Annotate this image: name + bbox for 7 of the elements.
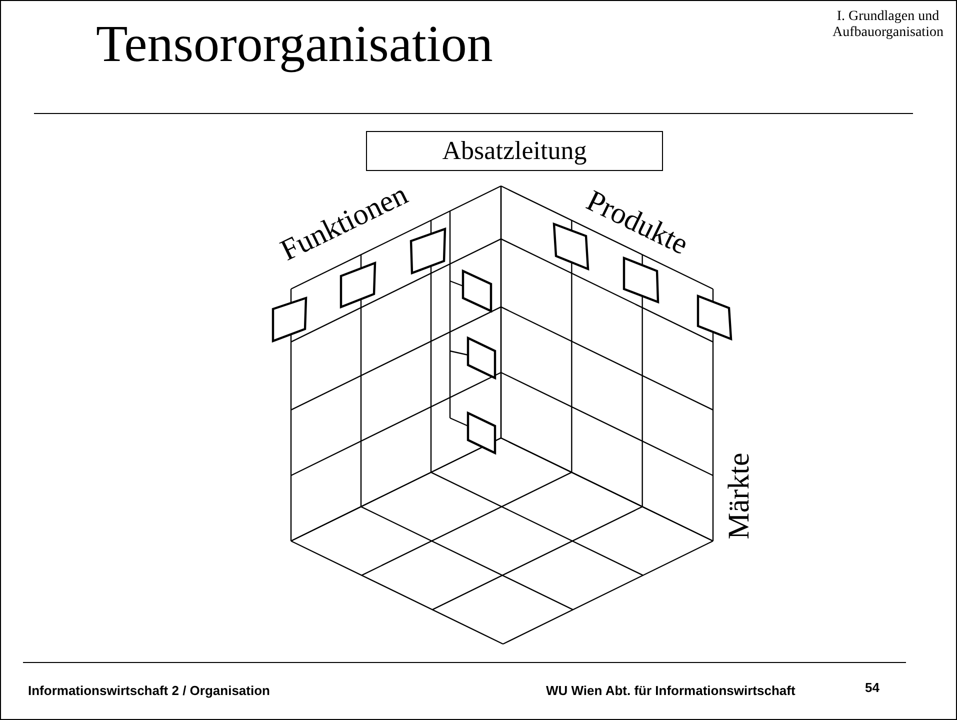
section-label: I. Grundlagen und Aufbauorganisation [832, 9, 944, 41]
slide-title: Tensororganisation [96, 15, 493, 74]
footer-text: WU Wien Abt. für Informationswirtschaft [546, 683, 796, 698]
page-number: 54 [865, 680, 880, 695]
footer-text: Informationswirtschaft 2 / Organisation [28, 683, 270, 698]
process-box: Absatzleitung [366, 131, 663, 171]
axis-label: Märkte [722, 452, 756, 540]
